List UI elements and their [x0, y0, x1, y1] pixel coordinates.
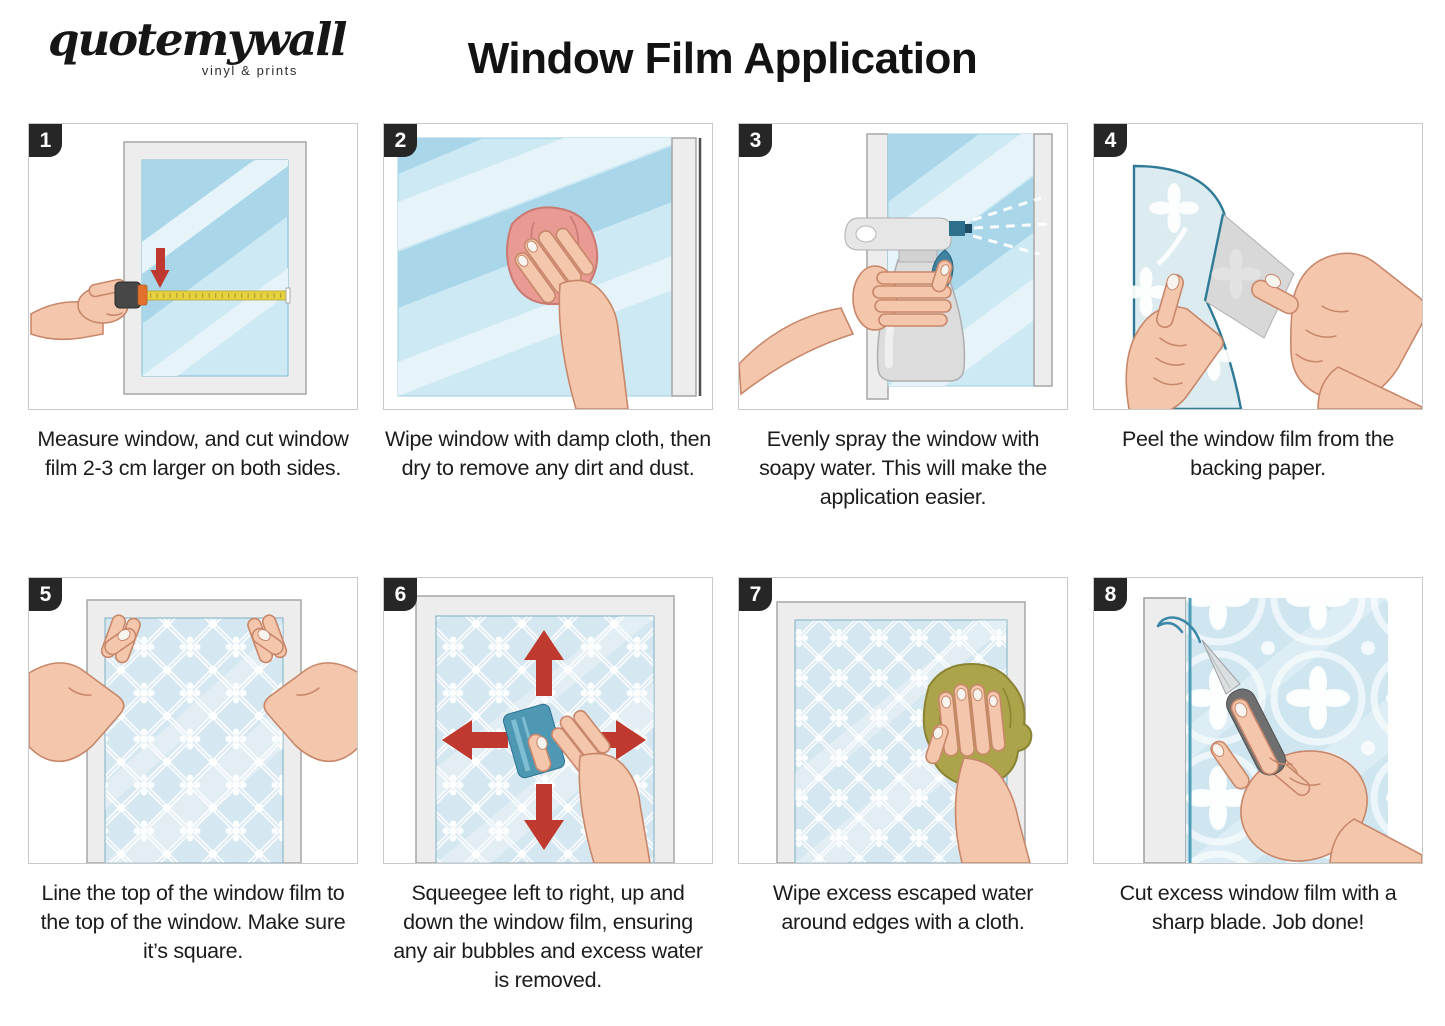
- step-5-panel: 5: [28, 577, 358, 864]
- brand-logo: quotemywall vinyl & prints: [48, 13, 347, 79]
- step-7-panel: 7: [738, 577, 1068, 864]
- wipe-window-illustration: [397, 137, 702, 409]
- step-8: 8: [1093, 577, 1423, 995]
- hand-graphic: [527, 709, 651, 863]
- brand-logo-tagline: vinyl & prints: [201, 63, 298, 79]
- step-2-panel: 2: [383, 123, 713, 410]
- step-7: 7: [738, 577, 1068, 995]
- step-3: 3: [738, 123, 1068, 512]
- step-number-badge: 2: [384, 124, 417, 157]
- step-number-badge: 8: [1094, 578, 1127, 611]
- measure-window-illustration: [30, 141, 307, 395]
- step-6: 6: [383, 577, 713, 995]
- step-6-panel: 6: [383, 577, 713, 864]
- step-1-panel: 1: [28, 123, 358, 410]
- step-number-badge: 5: [29, 578, 62, 611]
- page-title: Window Film Application: [467, 34, 978, 83]
- hand-graphic: [739, 259, 953, 396]
- cut-film-illustration: [1143, 597, 1422, 863]
- wipe-edges-illustration: [776, 601, 1033, 863]
- step-5: 5: [28, 577, 358, 995]
- step-2: 2: [383, 123, 713, 512]
- step-8-caption: Cut excess window film with a sharp blad…: [1119, 881, 1397, 934]
- hand-graphic: [30, 278, 129, 341]
- steps-row-1: 1: [28, 123, 1423, 512]
- tape-case-graphic: [114, 281, 148, 309]
- spray-window-illustration: [739, 133, 1053, 400]
- peel-film-illustration: [1121, 164, 1422, 409]
- step-3-caption: Evenly spray the window with soapy water…: [759, 427, 1047, 509]
- hand-graphic: [29, 614, 141, 763]
- right-hand-graphic: [1251, 252, 1422, 409]
- step-1-caption: Measure window, and cut window film 2-3 …: [37, 427, 349, 480]
- step-number-badge: 3: [739, 124, 772, 157]
- step-number-badge: 1: [29, 124, 62, 157]
- step-4-panel: 4: [1093, 123, 1423, 410]
- spray-mist-graphic: [972, 196, 1048, 256]
- step-4: 4: [1093, 123, 1423, 512]
- brand-logo-name: quotemywall: [48, 13, 347, 66]
- step-3-panel: 3: [738, 123, 1068, 410]
- hand-graphic: [925, 683, 1031, 863]
- down-arrow-icon: [150, 248, 170, 288]
- step-number-badge: 6: [384, 578, 417, 611]
- squeegee-illustration: [415, 595, 675, 863]
- step-7-caption: Wipe excess escaped water around edges w…: [772, 881, 1034, 934]
- direction-arrows-icon: [442, 630, 646, 850]
- step-8-panel: 8: [1093, 577, 1423, 864]
- hand-fingers-graphic: [1210, 698, 1321, 790]
- step-1: 1: [28, 123, 358, 512]
- step-2-caption: Wipe window with damp cloth, then dry to…: [385, 427, 711, 480]
- step-4-caption: Peel the window film from the backing pa…: [1121, 427, 1395, 480]
- backing-paper-graphic: [1203, 213, 1295, 339]
- step-number-badge: 4: [1094, 124, 1127, 157]
- window-graphic: [123, 141, 307, 395]
- film-curl-graphic: [1156, 616, 1202, 644]
- steps-row-2: 5: [28, 577, 1423, 995]
- window-graphic: [397, 137, 702, 397]
- step-5-caption: Line the top of the window film to the t…: [40, 881, 346, 963]
- hand-graphic: [514, 227, 629, 409]
- left-hand-graphic: [1125, 273, 1224, 409]
- step-6-caption: Squeegee left to right, up and down the …: [393, 881, 703, 992]
- step-number-badge: 7: [739, 578, 772, 611]
- align-film-illustration: [29, 599, 357, 863]
